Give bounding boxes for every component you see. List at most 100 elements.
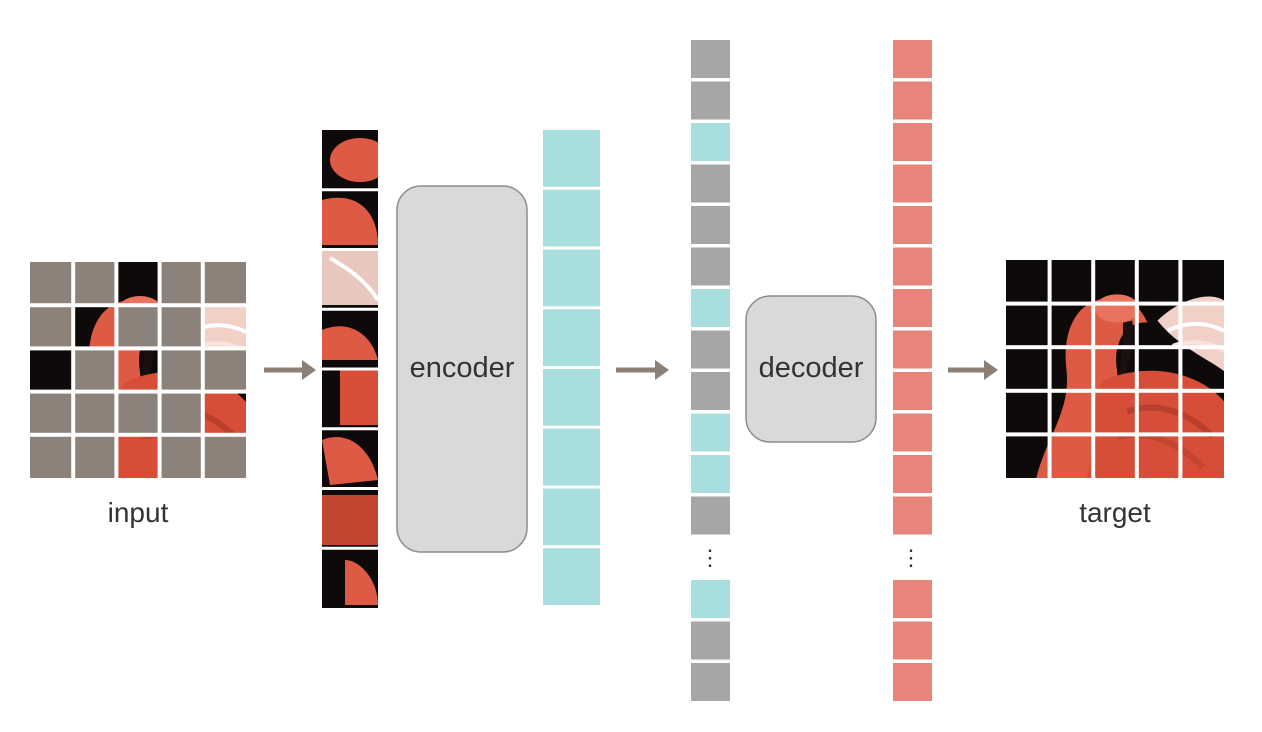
predicted-token [893,621,932,660]
encoded-token [691,289,730,327]
masked-patch [159,305,203,349]
predicted-token [893,455,932,493]
patch-divider [322,367,378,371]
predicted-token [893,413,932,452]
masked-patch [73,391,117,435]
masked-patch [116,391,160,435]
grid-line [1091,260,1096,478]
patch-divider [322,427,378,431]
encoded-token [691,455,730,493]
grid-line [157,262,162,478]
encoded-token [543,309,600,366]
predicted-token [893,123,932,161]
masked-patch [30,391,74,435]
predicted-token [893,580,932,618]
grid-line [30,303,246,308]
encoded-token [543,189,600,247]
arrow-to-patches [264,360,316,380]
masked-patch [159,348,203,392]
patch-divider [322,307,378,311]
arrow-to-decoder-input [616,360,669,380]
encoded-token [543,548,600,605]
decoder-output-ellipsis: ⋮ [900,545,922,570]
predicted-token [893,289,932,327]
grid-line [30,389,246,394]
mask-token [691,247,730,286]
grid-line [1047,260,1052,478]
predicted-token [893,330,932,369]
encoder-label: encoder [410,352,515,384]
masked-patch [73,262,117,306]
predicted-token [893,496,932,535]
mask-token [691,206,730,244]
encoded-token [543,249,600,307]
strip-dividers [322,188,378,550]
patch-divider [322,248,378,251]
mask-token [691,164,730,203]
visible-patch-strip [322,130,378,608]
encoded-token [691,413,730,452]
masked-patch [30,262,74,306]
decoder-output-token-column [893,40,932,701]
masked-patch [159,262,203,306]
grid-line [200,262,205,478]
grid-line [1134,260,1139,478]
masked-patch [202,348,246,392]
mask-token [691,496,730,535]
predicted-token [893,247,932,286]
grid-line [30,432,246,437]
target-grid-lines [1006,260,1224,478]
encoded-token [691,123,730,161]
encoded-token [691,580,730,618]
arrow-to-target [948,360,998,380]
predicted-token [893,40,932,78]
encoded-token-column [543,130,600,605]
predicted-token [893,164,932,203]
grid-line [71,262,76,478]
encoded-token [543,428,600,486]
grid-line [1178,260,1183,478]
encoded-token [543,130,600,187]
grid-line [1006,432,1224,437]
masked-patch [159,391,203,435]
grid-line [30,346,246,351]
patch-divider [322,188,378,192]
masked-patch [202,434,246,478]
decoder-input-token-column [691,40,730,701]
encoded-token [543,488,600,546]
input-mask-layer [30,262,246,478]
mask-token [691,330,730,369]
decoder-input-ellipsis: ⋮ [699,545,721,570]
decoder-block [745,295,877,443]
input-label: input [108,497,169,528]
mask-token [691,81,730,120]
predicted-token [893,206,932,244]
grid-line [1006,388,1224,393]
decoder-label: decoder [759,352,864,384]
input-image [30,262,246,478]
predicted-token [893,81,932,120]
grid-line [1006,345,1224,350]
mask-token [691,372,730,410]
target-label: target [1079,497,1151,528]
masked-patch [30,434,74,478]
predicted-token [893,372,932,410]
masked-patch [159,434,203,478]
masked-patch [116,305,160,349]
masked-patch [73,434,117,478]
patch-divider [322,546,378,550]
masked-patch [30,305,74,349]
encoded-token [543,369,600,426]
masked-patch [73,348,117,392]
predicted-token [893,663,932,701]
patch-divider [322,487,378,490]
target-image [1006,260,1224,478]
mask-token [691,621,730,660]
mask-token [691,663,730,701]
encoder-block [396,185,528,553]
mask-token [691,40,730,78]
grid-line [114,262,119,478]
masked-patch [202,262,246,306]
grid-line [1006,301,1224,306]
